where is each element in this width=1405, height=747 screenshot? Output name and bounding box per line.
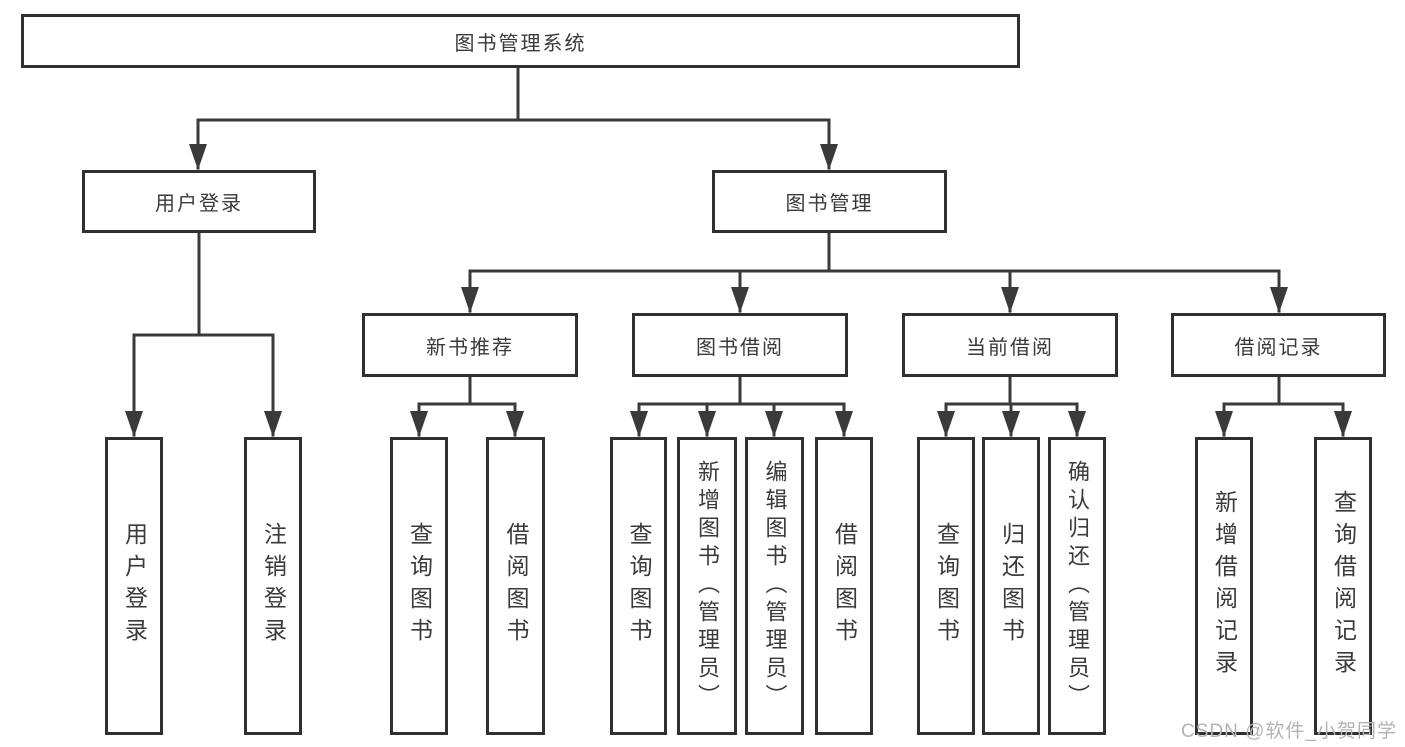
node-book-borrowing: 图书借阅 [632, 313, 848, 377]
node-user-login: 用户登录 [82, 170, 316, 233]
node-current-borrowing: 当前借阅 [902, 313, 1118, 377]
tree-edges [132, 66, 1345, 437]
node-new-book-recommendation: 新书推荐 [362, 313, 578, 377]
leaf-records-query-borrow-record: 查询借阅记录 [1314, 437, 1372, 735]
node-book-management: 图书管理 [712, 170, 947, 233]
leaf-logout-login: 注销登录 [244, 437, 302, 735]
leaf-recommend-query-books: 查询图书 [390, 437, 448, 735]
leaf-records-add-borrow-record: 新增借阅记录 [1195, 437, 1253, 735]
leaf-borrowing-edit-books-admin: 编辑图书（管理员） [745, 437, 804, 735]
leaf-recommend-borrow-books: 借阅图书 [486, 437, 545, 735]
node-borrowing-records: 借阅记录 [1171, 313, 1386, 377]
csdn-watermark: CSDN @软件_小贺同学 [1181, 721, 1397, 742]
leaf-current-query-books: 查询图书 [917, 437, 975, 735]
leaf-borrowing-add-books-admin: 新增图书（管理员） [677, 437, 737, 735]
leaf-user-login: 用户登录 [105, 437, 163, 735]
leaf-current-return-books: 归还图书 [982, 437, 1040, 735]
leaf-borrowing-query-books: 查询图书 [610, 437, 667, 735]
node-library-management-system: 图书管理系统 [21, 14, 1020, 68]
leaf-current-confirm-return-admin: 确认归还（管理员） [1048, 437, 1106, 735]
leaf-borrowing-borrow-books: 借阅图书 [815, 437, 873, 735]
arrow-down-icons [125, 144, 1352, 437]
